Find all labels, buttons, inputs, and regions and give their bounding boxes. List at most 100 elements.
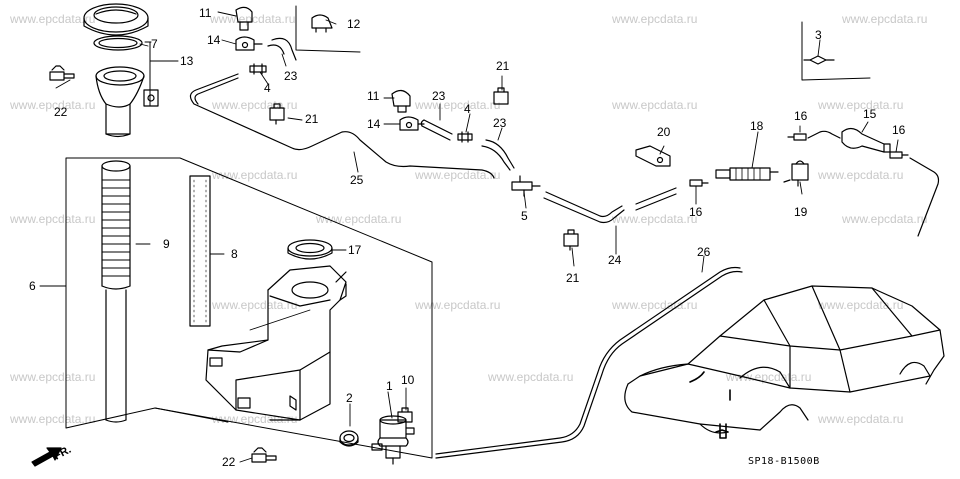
assembly-outline	[65, 157, 433, 459]
hose-clip	[791, 160, 809, 187]
callout-label: 20	[657, 125, 671, 139]
nozzle-mount	[399, 116, 425, 131]
callout-bracket	[144, 41, 152, 107]
hose-joint	[457, 131, 473, 143]
callout-label: 7	[151, 37, 158, 51]
hose-segment	[420, 119, 453, 141]
hose-joint	[787, 133, 807, 141]
callout-label: 9	[163, 237, 170, 251]
leader-lines	[39, 11, 899, 463]
washer-nozzle	[235, 6, 253, 31]
callout-label: 15	[863, 107, 877, 121]
vehicle-outline	[624, 285, 945, 439]
watermark: www.epcdata.ru	[612, 212, 698, 226]
front-arrow-icon	[31, 447, 62, 467]
hose-elbow	[841, 127, 891, 153]
callout-label: 1	[386, 379, 393, 393]
washer-hose-long	[435, 266, 743, 459]
callout-label: 5	[521, 209, 528, 223]
watermark: www.epcdata.ru	[415, 168, 501, 182]
flange-bolt	[251, 447, 277, 463]
callout-label: 10	[401, 373, 415, 387]
callout-label: 21	[305, 112, 319, 126]
callout-label: 22	[54, 105, 68, 119]
diagram-code: SP18-B1500B	[748, 456, 820, 467]
callout-label: 23	[432, 89, 446, 103]
callout-label: 4	[264, 81, 271, 95]
callout-label: 21	[566, 271, 580, 285]
flange-bolt	[49, 65, 75, 81]
callout-label: 12	[347, 17, 361, 31]
hose-joint	[249, 63, 267, 75]
hose-segment	[267, 37, 297, 61]
watermark: www.epcdata.ru	[818, 412, 904, 426]
callout-label: 11	[199, 6, 212, 20]
watermark: www.epcdata.ru	[612, 98, 698, 112]
watermark: www.epcdata.ru	[210, 12, 296, 26]
watermark: www.epcdata.ru	[818, 298, 904, 312]
watermark: www.epcdata.ru	[612, 12, 698, 26]
pump-seal	[339, 430, 359, 447]
callout-label: 25	[350, 173, 364, 187]
filler-neck	[95, 66, 159, 138]
tank-grommet	[287, 239, 333, 260]
watermark: www.epcdata.ru	[10, 370, 96, 384]
hose-segment	[481, 139, 515, 171]
callout-label: 4	[464, 102, 471, 116]
nozzle-mount	[235, 36, 263, 51]
t-joint	[511, 175, 541, 197]
washer-nozzle	[391, 89, 411, 113]
callout-label: 14	[367, 117, 381, 131]
watermark: www.epcdata.ru	[842, 212, 928, 226]
foam-strip	[189, 175, 211, 327]
inline-check-valve	[715, 167, 779, 181]
hose-joint	[889, 151, 909, 159]
watermark: www.epcdata.ru	[415, 98, 501, 112]
callout-label: 16	[892, 123, 906, 137]
hose-joint	[689, 179, 709, 187]
callout-label: 11	[367, 89, 380, 103]
callout-label: 23	[493, 116, 507, 130]
watermark: www.epcdata.ru	[818, 98, 904, 112]
washer-hose-main	[189, 73, 495, 179]
detail-box	[801, 21, 871, 81]
washer-pump	[371, 415, 415, 465]
watermark: www.epcdata.ru	[10, 412, 96, 426]
callout-label: 22	[222, 455, 236, 469]
y-joint	[803, 55, 835, 65]
hose-clip	[269, 103, 285, 125]
washer-hose-rear	[783, 130, 841, 183]
hose-bracket	[635, 145, 671, 167]
callout-label: 21	[496, 59, 510, 73]
watermark: www.epcdata.ru	[10, 212, 96, 226]
callout-label: 13	[180, 54, 194, 68]
callout-label: 19	[794, 205, 808, 219]
callout-label: 24	[608, 253, 622, 267]
callout-label: 17	[348, 243, 362, 257]
washer-hose-side	[909, 157, 940, 237]
washer-hose-lower	[543, 187, 677, 224]
callout-label: 16	[794, 109, 808, 123]
filler-cap	[83, 3, 149, 36]
callout-label: 3	[815, 28, 822, 42]
watermark: www.epcdata.ru	[10, 12, 96, 26]
cap-seal-ring	[93, 35, 143, 51]
callout-label: 23	[284, 69, 298, 83]
check-valve	[311, 14, 333, 33]
watermark: www.epcdata.ru	[10, 98, 96, 112]
callout-label: 8	[231, 247, 238, 261]
callout-label: 6	[29, 279, 36, 293]
callout-label: 18	[750, 119, 764, 133]
watermark: www.epcdata.ru	[212, 168, 298, 182]
detail-box	[295, 5, 361, 53]
watermark: www.epcdata.ru	[818, 168, 904, 182]
watermark: www.epcdata.ru	[488, 370, 574, 384]
watermark: www.epcdata.ru	[842, 12, 928, 26]
callout-label: 16	[689, 205, 703, 219]
hose-clip	[493, 87, 509, 105]
hose-clip	[563, 229, 579, 251]
watermark: www.epcdata.ru	[415, 298, 501, 312]
washer-tank	[205, 265, 347, 421]
